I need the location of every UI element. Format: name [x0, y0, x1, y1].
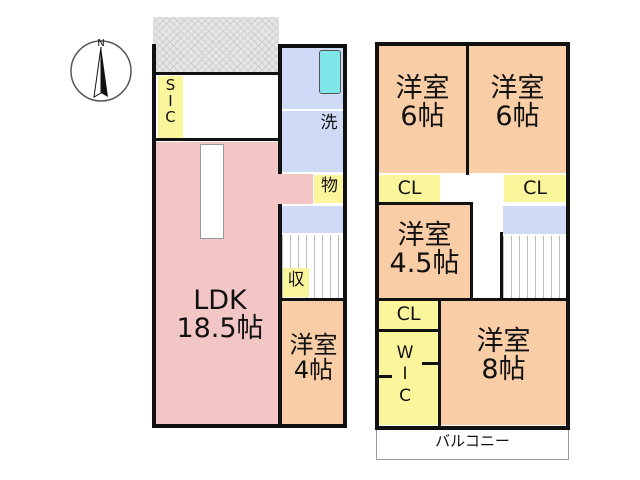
kitchen-counter	[200, 144, 224, 239]
walk-in-closet	[379, 332, 438, 425]
ldk-label: LDK	[193, 285, 247, 316]
toilet-2f	[503, 206, 566, 234]
room-4jo	[282, 301, 345, 425]
toilet-1f	[282, 206, 345, 233]
wic-label-c: C	[399, 385, 411, 406]
closet-2f-right	[504, 175, 566, 202]
bathtub-icon	[319, 50, 341, 94]
room-8jo-size: 8帖	[481, 354, 526, 386]
sic-label-i: I	[168, 91, 173, 110]
entrance-porch	[153, 17, 279, 75]
room-6jo-right	[469, 46, 566, 173]
closet-2f-middle-label: CL	[396, 303, 421, 325]
stairs-2f	[503, 236, 566, 298]
ldk-size: 18.5帖	[176, 313, 264, 345]
room-8jo	[441, 301, 566, 425]
closet-2f-left-label: CL	[397, 177, 422, 199]
balcony-label: バルコニー	[435, 432, 510, 450]
compass-icon: N	[70, 38, 132, 102]
room-6jo-right-label: 洋室	[490, 73, 545, 104]
closet-2f-right-label: CL	[523, 177, 547, 199]
closet-2f-middle	[379, 301, 438, 329]
room-4-5jo-label: 洋室	[397, 220, 452, 251]
room-4jo-label: 洋室	[289, 331, 338, 359]
room-8jo-label: 洋室	[476, 326, 531, 357]
room-6jo-right-size: 6帖	[495, 101, 540, 133]
storage-label: 物	[321, 176, 338, 196]
closet-1f	[283, 268, 309, 297]
closet-label: 収	[287, 270, 305, 290]
balcony	[376, 430, 569, 460]
wic-label-w: W	[396, 343, 414, 363]
room-4-5jo	[379, 205, 470, 298]
room-4-5jo-size: 4.5帖	[389, 248, 460, 280]
ldk-hall	[280, 174, 313, 204]
room-6jo-left-size: 6帖	[400, 101, 445, 133]
shoe-closet	[158, 76, 183, 138]
sic-label-s: S	[165, 76, 176, 94]
storage-room	[314, 175, 345, 203]
room-4jo-size: 4帖	[293, 356, 334, 385]
closet-2f-left	[379, 175, 440, 202]
room-6jo-left	[379, 46, 466, 173]
north-label: N	[97, 38, 104, 49]
washroom	[282, 111, 345, 172]
room-6jo-left-label: 洋室	[395, 73, 450, 104]
wic-label-i: I	[402, 364, 408, 385]
sic-label-c: C	[165, 107, 176, 126]
laundry-label: 洗	[320, 113, 338, 133]
